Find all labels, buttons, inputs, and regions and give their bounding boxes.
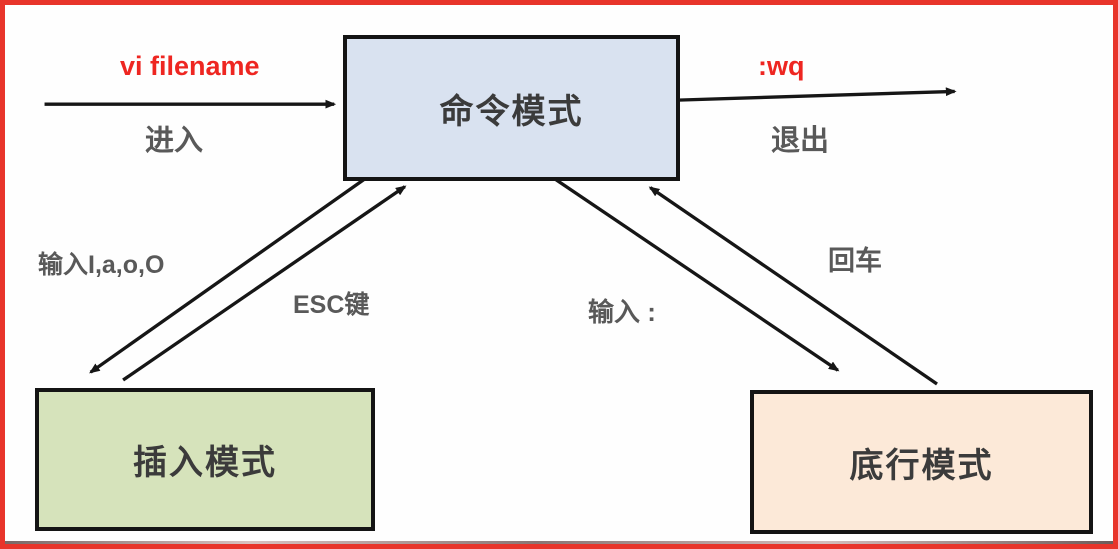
arrow-insert-to-command (122, 185, 407, 382)
bottom-edge-strip (5, 541, 1113, 544)
edge-label-input-iaoo: 输入I,a,o,O (38, 251, 165, 279)
node-lastline-mode-label: 底行模式 (849, 446, 994, 485)
edge-label-vi-filename: vi filename (120, 51, 260, 81)
node-command-mode-label: 命令模式 (439, 92, 584, 131)
arrow-command-to-lastline (555, 178, 840, 372)
node-lastline-mode: 底行模式 (750, 390, 1093, 534)
arrow-lastline-to-command (648, 186, 938, 386)
edge-label-esc-key: ESC键 (293, 291, 370, 319)
edge-label-wq: :wq (758, 51, 805, 81)
node-insert-mode: 插入模式 (35, 388, 375, 531)
node-insert-mode-label: 插入模式 (133, 444, 277, 482)
edge-label-exit: 退出 (771, 125, 830, 157)
edge-label-enter: 进入 (145, 125, 204, 157)
arrow-exit-command-mode (673, 87, 957, 102)
node-command-mode: 命令模式 (343, 35, 680, 181)
edge-label-return-key: 回车 (828, 246, 882, 276)
edge-label-input-colon: 输入 : (588, 297, 656, 327)
